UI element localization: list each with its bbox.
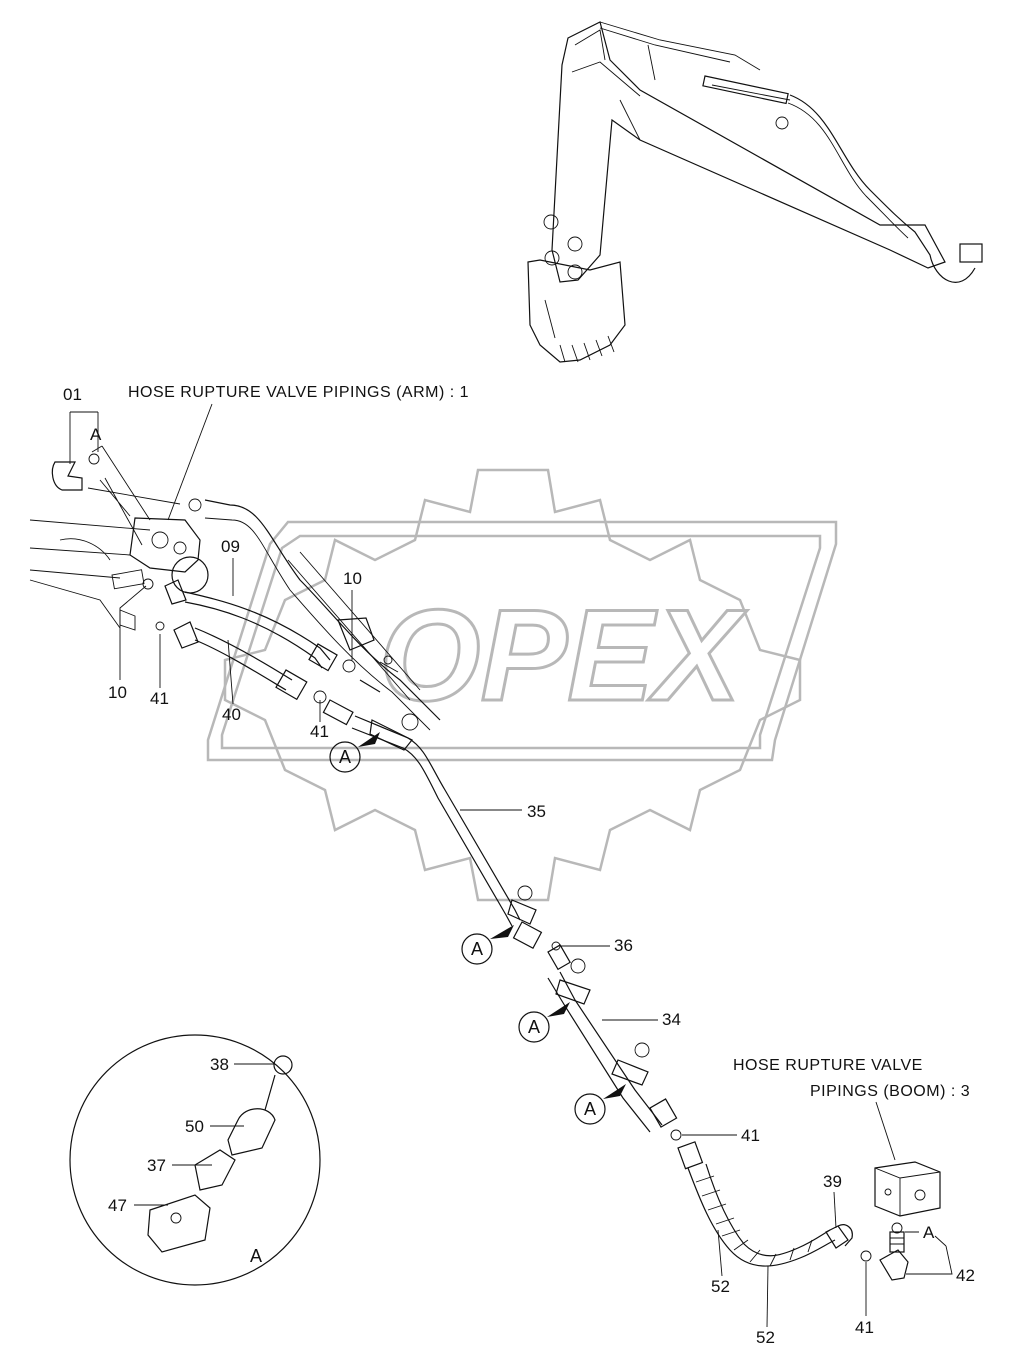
watermark-gear	[223, 468, 802, 902]
section-marker-3: A	[518, 1002, 570, 1043]
part-label-01: 01	[63, 385, 82, 404]
part-label-42: 42	[956, 1266, 975, 1285]
caption-boom-leader	[875, 1101, 896, 1161]
excavator-overview	[527, 21, 983, 363]
detail-circle	[69, 1034, 321, 1286]
part-label-41-left: 41	[150, 689, 169, 708]
hose-52	[670, 1129, 853, 1267]
section-marker-2: A	[461, 925, 514, 965]
caption-arm-leader	[167, 403, 213, 521]
watermark-badge-outer	[206, 520, 838, 762]
caption-arm-pipings: HOSE RUPTURE VALVE PIPINGS (ARM) : 1	[128, 384, 469, 401]
part-label-09: 09	[221, 537, 240, 556]
part-label-41-mid: 41	[310, 722, 329, 741]
fitting-42	[860, 1231, 909, 1281]
watermark: OPEX	[206, 468, 838, 902]
watermark-text: OPEX	[379, 582, 748, 728]
part-label-52-bottom: 52	[756, 1328, 775, 1347]
part-label-47: 47	[108, 1196, 127, 1215]
part-label-41-right: 41	[741, 1126, 760, 1145]
part-label-10-top: 10	[343, 569, 362, 588]
svg-text:A: A	[339, 747, 351, 767]
pipe-34	[547, 941, 678, 1133]
part-label-38: 38	[210, 1055, 229, 1074]
part-label-10-left: 10	[108, 683, 127, 702]
caption-boom-line1: HOSE RUPTURE VALVE	[733, 1057, 923, 1074]
part-label-52-left: 52	[711, 1277, 730, 1296]
svg-text:A: A	[528, 1017, 540, 1037]
arrow-letter-a-top-leader	[91, 445, 151, 521]
part-label-36: 36	[614, 936, 633, 955]
arm-valve-assembly	[29, 453, 441, 731]
boom-valve-block	[874, 1161, 941, 1234]
hose-09	[164, 579, 356, 673]
svg-text:A: A	[471, 939, 483, 959]
part-label-40: 40	[222, 705, 241, 724]
watermark-badge-inner	[220, 534, 822, 750]
arrow-letter-a-boom: A	[923, 1223, 935, 1242]
pipe-35	[322, 699, 543, 950]
section-marker-4: A	[574, 1084, 626, 1125]
caption-boom-line2: PIPINGS (BOOM) : 3	[810, 1083, 970, 1100]
part-label-34: 34	[662, 1010, 681, 1029]
part-label-35: 35	[527, 802, 546, 821]
svg-text:A: A	[584, 1099, 596, 1119]
part-label-39: 39	[823, 1172, 842, 1191]
part-labels: 01 09 10 10 41 40 41 35 36 34 41 39 42 5…	[63, 385, 975, 1347]
detail-view-a	[69, 1034, 321, 1286]
arrow-letter-a-boom-leader	[905, 1231, 947, 1247]
part-label-41-bottom: 41	[855, 1318, 874, 1337]
section-marker-1: A	[329, 732, 380, 773]
part-label-50: 50	[185, 1117, 204, 1136]
arrow-letter-a-top: A	[90, 425, 102, 444]
part-label-37: 37	[147, 1156, 166, 1175]
hose-40	[173, 621, 327, 704]
detail-view-letter: A	[250, 1246, 262, 1266]
